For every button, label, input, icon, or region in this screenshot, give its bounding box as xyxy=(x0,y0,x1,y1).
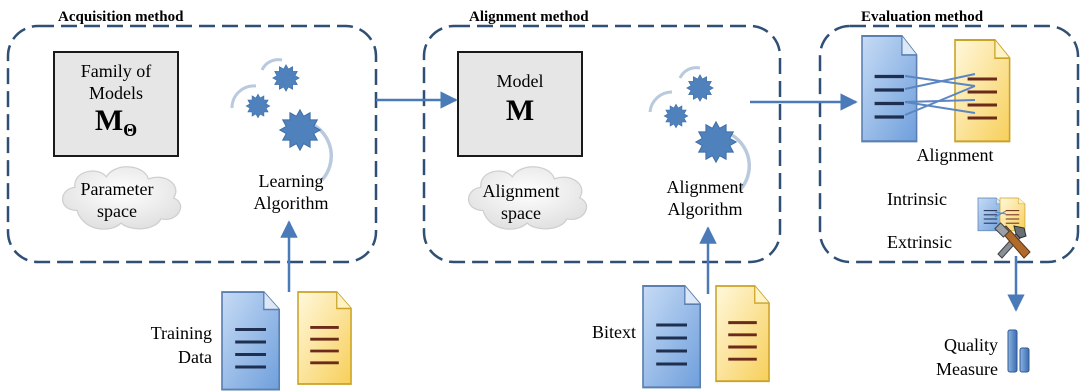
parameter-space-label: Parameter space xyxy=(62,180,172,220)
alignment-algo-line2: Algorithm xyxy=(667,199,743,219)
bitext-label: Bitext xyxy=(592,322,636,342)
quality-line2: Measure xyxy=(936,359,998,379)
family-label-line1: Family of xyxy=(80,61,152,81)
parameter-label-line1: Parameter xyxy=(80,179,154,199)
training-line2: Data xyxy=(178,347,212,367)
evaluation-panel xyxy=(818,24,1080,264)
family-of-models-label: Family of Models MΘ xyxy=(54,61,178,140)
model-label-line1: Model xyxy=(496,71,544,91)
parameter-label-line2: space xyxy=(97,201,137,221)
alignment-space-label: Alignment space xyxy=(466,182,576,222)
training-data-label: Training Data xyxy=(120,324,212,366)
intrinsic-label: Intrinsic xyxy=(887,189,947,209)
evaluation-alignment-label: Alignment xyxy=(916,145,994,165)
alignment-links xyxy=(904,73,976,116)
alignment-space-line2: space xyxy=(501,203,541,223)
alignment-algorithm-label: Alignment Algorithm xyxy=(650,178,760,218)
family-of-models-box xyxy=(53,51,179,157)
alignment-space-line1: Alignment xyxy=(482,181,560,201)
model-symbol-wrap: M xyxy=(458,96,582,126)
model-symbol: M xyxy=(94,104,124,137)
document-icon xyxy=(714,284,771,383)
training-line1: Training xyxy=(150,323,212,343)
quality-line1: Quality xyxy=(944,335,998,355)
intrinsic-links xyxy=(994,210,1007,218)
learning-label-line2: Algorithm xyxy=(253,193,329,213)
alignment-panel xyxy=(422,24,782,264)
gear-icon xyxy=(648,66,751,192)
tools-icon xyxy=(994,222,1031,259)
acquisition-panel xyxy=(6,24,378,264)
learning-label-line1: Learning xyxy=(258,171,324,191)
evaluation-title: Evaluation method xyxy=(861,9,984,25)
model-label: Model M xyxy=(458,72,582,126)
alignment-algo-line1: Alignment xyxy=(666,177,744,197)
document-icon xyxy=(296,290,353,386)
extrinsic-label: Extrinsic xyxy=(887,232,952,252)
model-box xyxy=(457,51,583,157)
alignment-title: Alignment method xyxy=(469,9,589,25)
acquisition-title: Acquisition method xyxy=(58,9,184,25)
document-icon xyxy=(220,290,281,391)
family-symbol: MΘ xyxy=(54,104,178,140)
family-label-line2: Models xyxy=(89,83,143,103)
model-subscript: Θ xyxy=(123,120,138,140)
document-icon xyxy=(641,284,702,389)
gear-icon xyxy=(230,58,333,182)
learning-algorithm-label: Learning Algorithm xyxy=(236,172,346,212)
model-symbol: M xyxy=(505,94,535,127)
quality-measure-label: Quality Measure xyxy=(900,336,998,378)
bar-chart-icon xyxy=(1007,329,1030,373)
